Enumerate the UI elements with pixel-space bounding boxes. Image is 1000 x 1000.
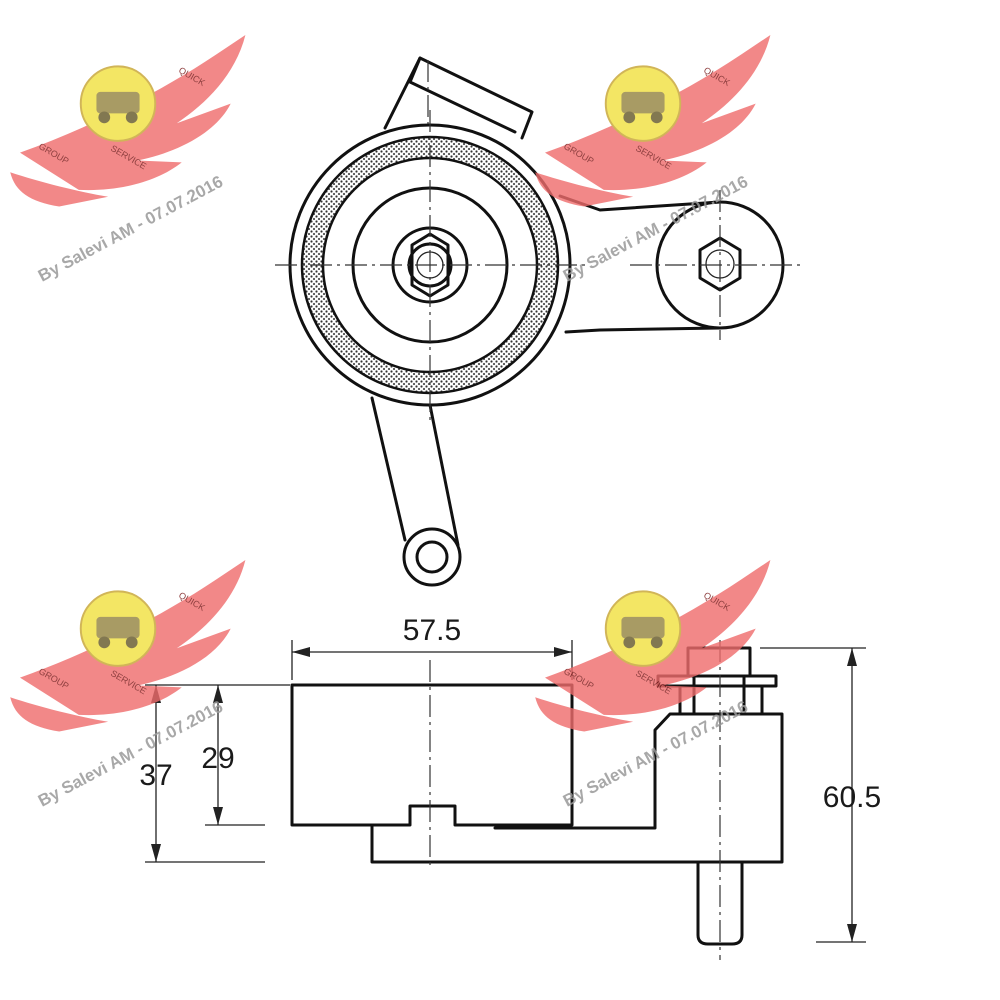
side-view: [290, 640, 784, 960]
watermark-1: QUICK SERVICE GROUP By Salevi AM - 07.07…: [9, 34, 247, 286]
stud-side: [696, 860, 744, 946]
lower-boss: [402, 527, 462, 587]
dimensions: 57.5 29 37 60.5: [139, 614, 881, 943]
lower-arm: [370, 396, 460, 547]
dim-height-small: 29: [201, 742, 234, 775]
pulley-side: [290, 683, 574, 827]
top-view: [275, 56, 800, 587]
bracket-side: [370, 712, 784, 864]
upper-lever: [383, 56, 534, 140]
dim-height-total: 60.5: [823, 781, 881, 814]
dim-height-left: 37: [139, 759, 172, 792]
dim-width-top: 57.5: [403, 614, 461, 647]
